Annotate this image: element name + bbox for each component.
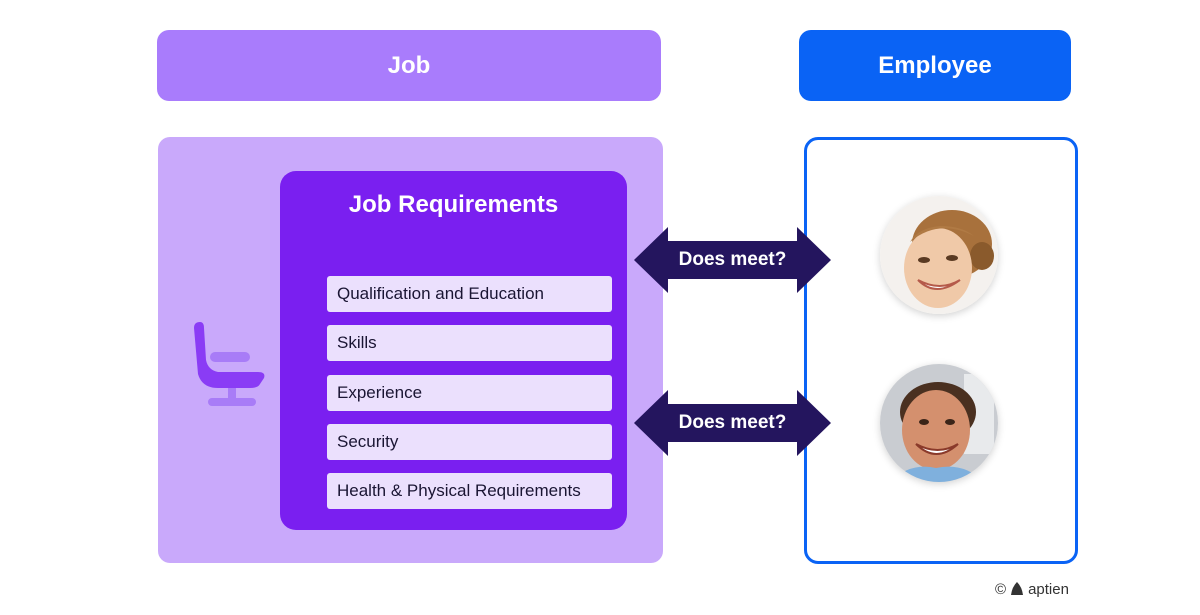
employee-avatar-1 (880, 196, 998, 314)
requirement-item-qualification: Qualification and Education (327, 276, 612, 312)
employee-header-label: Employee (878, 51, 992, 79)
employee-avatar-2 (880, 364, 998, 482)
requirement-item-security: Security (327, 424, 612, 460)
does-meet-label-1: Does meet? (678, 249, 787, 270)
aptien-logo-icon (1011, 582, 1024, 595)
employee-header: Employee (799, 30, 1071, 101)
chair-icon (194, 322, 265, 406)
double-arrow-2 (634, 390, 831, 456)
job-requirements-box: Job Requirements Qualification and Educa… (280, 171, 627, 530)
footer-copyright: © aptien (995, 578, 1069, 600)
does-meet-label-2: Does meet? (678, 412, 787, 433)
double-arrow-1 (634, 227, 831, 293)
job-header-label: Job (387, 51, 431, 79)
brand-name: aptien (1028, 580, 1069, 598)
copyright-symbol: © (995, 580, 1007, 598)
requirement-item-experience: Experience (327, 375, 612, 411)
requirement-item-health: Health & Physical Requirements (327, 473, 612, 509)
job-header: Job (157, 30, 661, 101)
requirement-item-skills: Skills (327, 325, 612, 361)
job-requirements-title: Job Requirements (348, 191, 559, 218)
